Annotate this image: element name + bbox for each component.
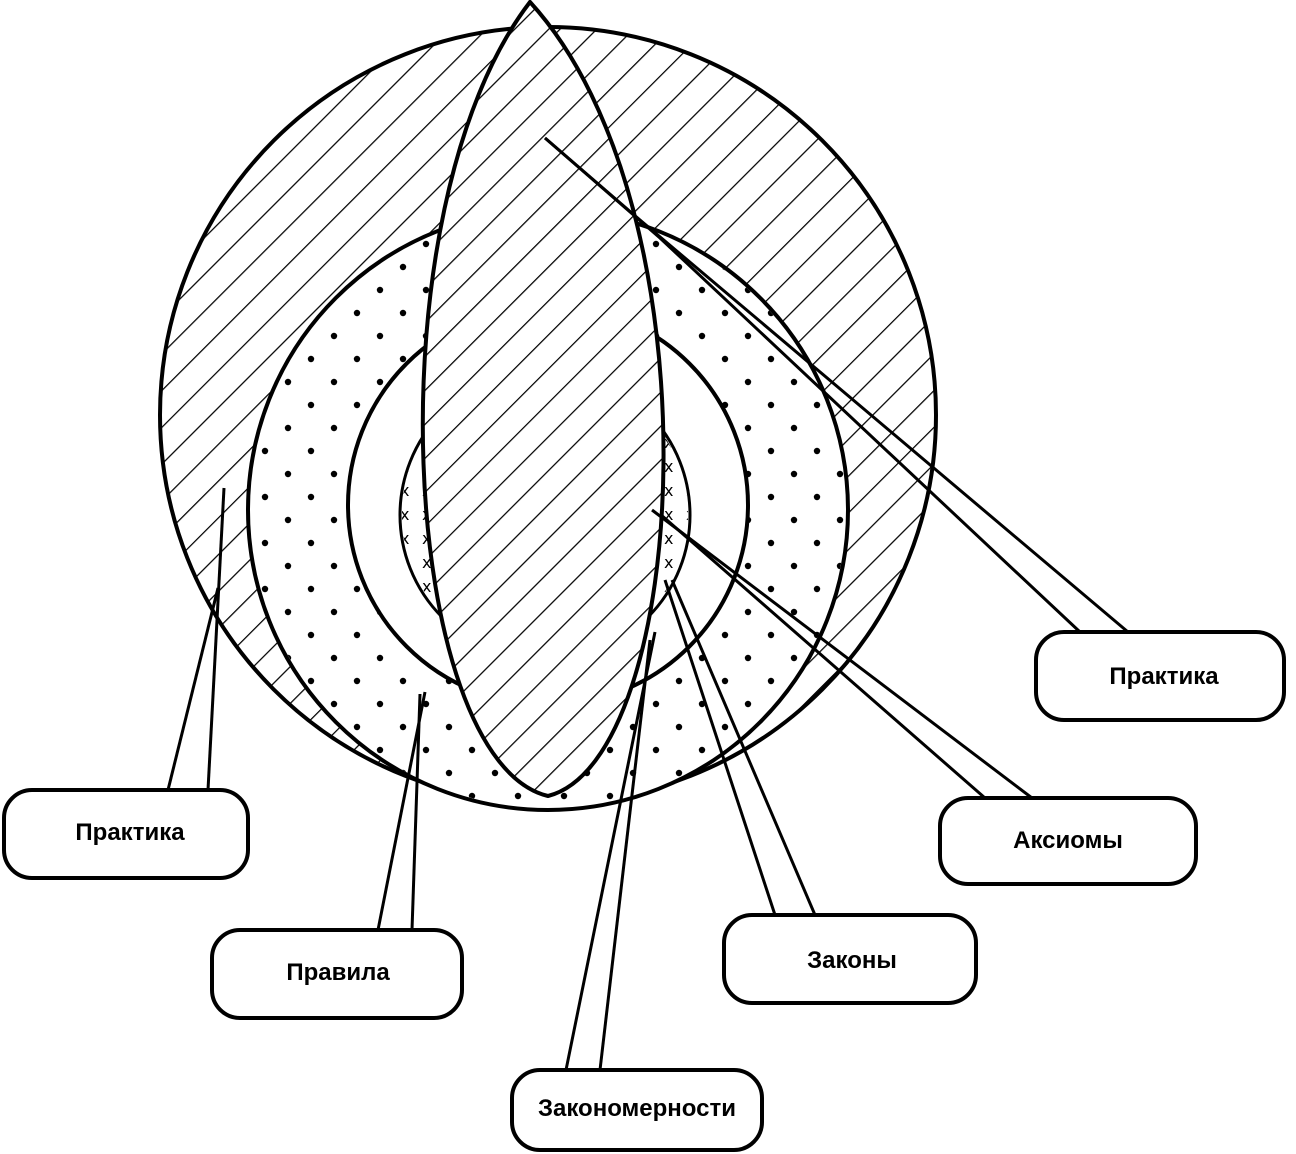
callout-aksiomy: Аксиомы [651,508,1198,886]
callout-pravila: Правила [210,691,464,1020]
label-praktika-left: Практика [75,819,185,846]
callout-praktika-left: Практика [2,487,250,880]
label-pravila: Правила [286,959,390,986]
callout-zakonomernosti: Закономерности [510,631,764,1152]
callout-praktika-right: Практика [544,136,1286,722]
callout-zakony: Законы [663,579,978,1005]
label-praktika-right: Практика [1109,663,1219,690]
label-zakonomernosti: Закономерности [538,1095,736,1122]
label-zakony: Законы [807,947,897,974]
central-lens-hatching [422,2,664,796]
label-aksiomy: Аксиомы [1013,827,1123,854]
